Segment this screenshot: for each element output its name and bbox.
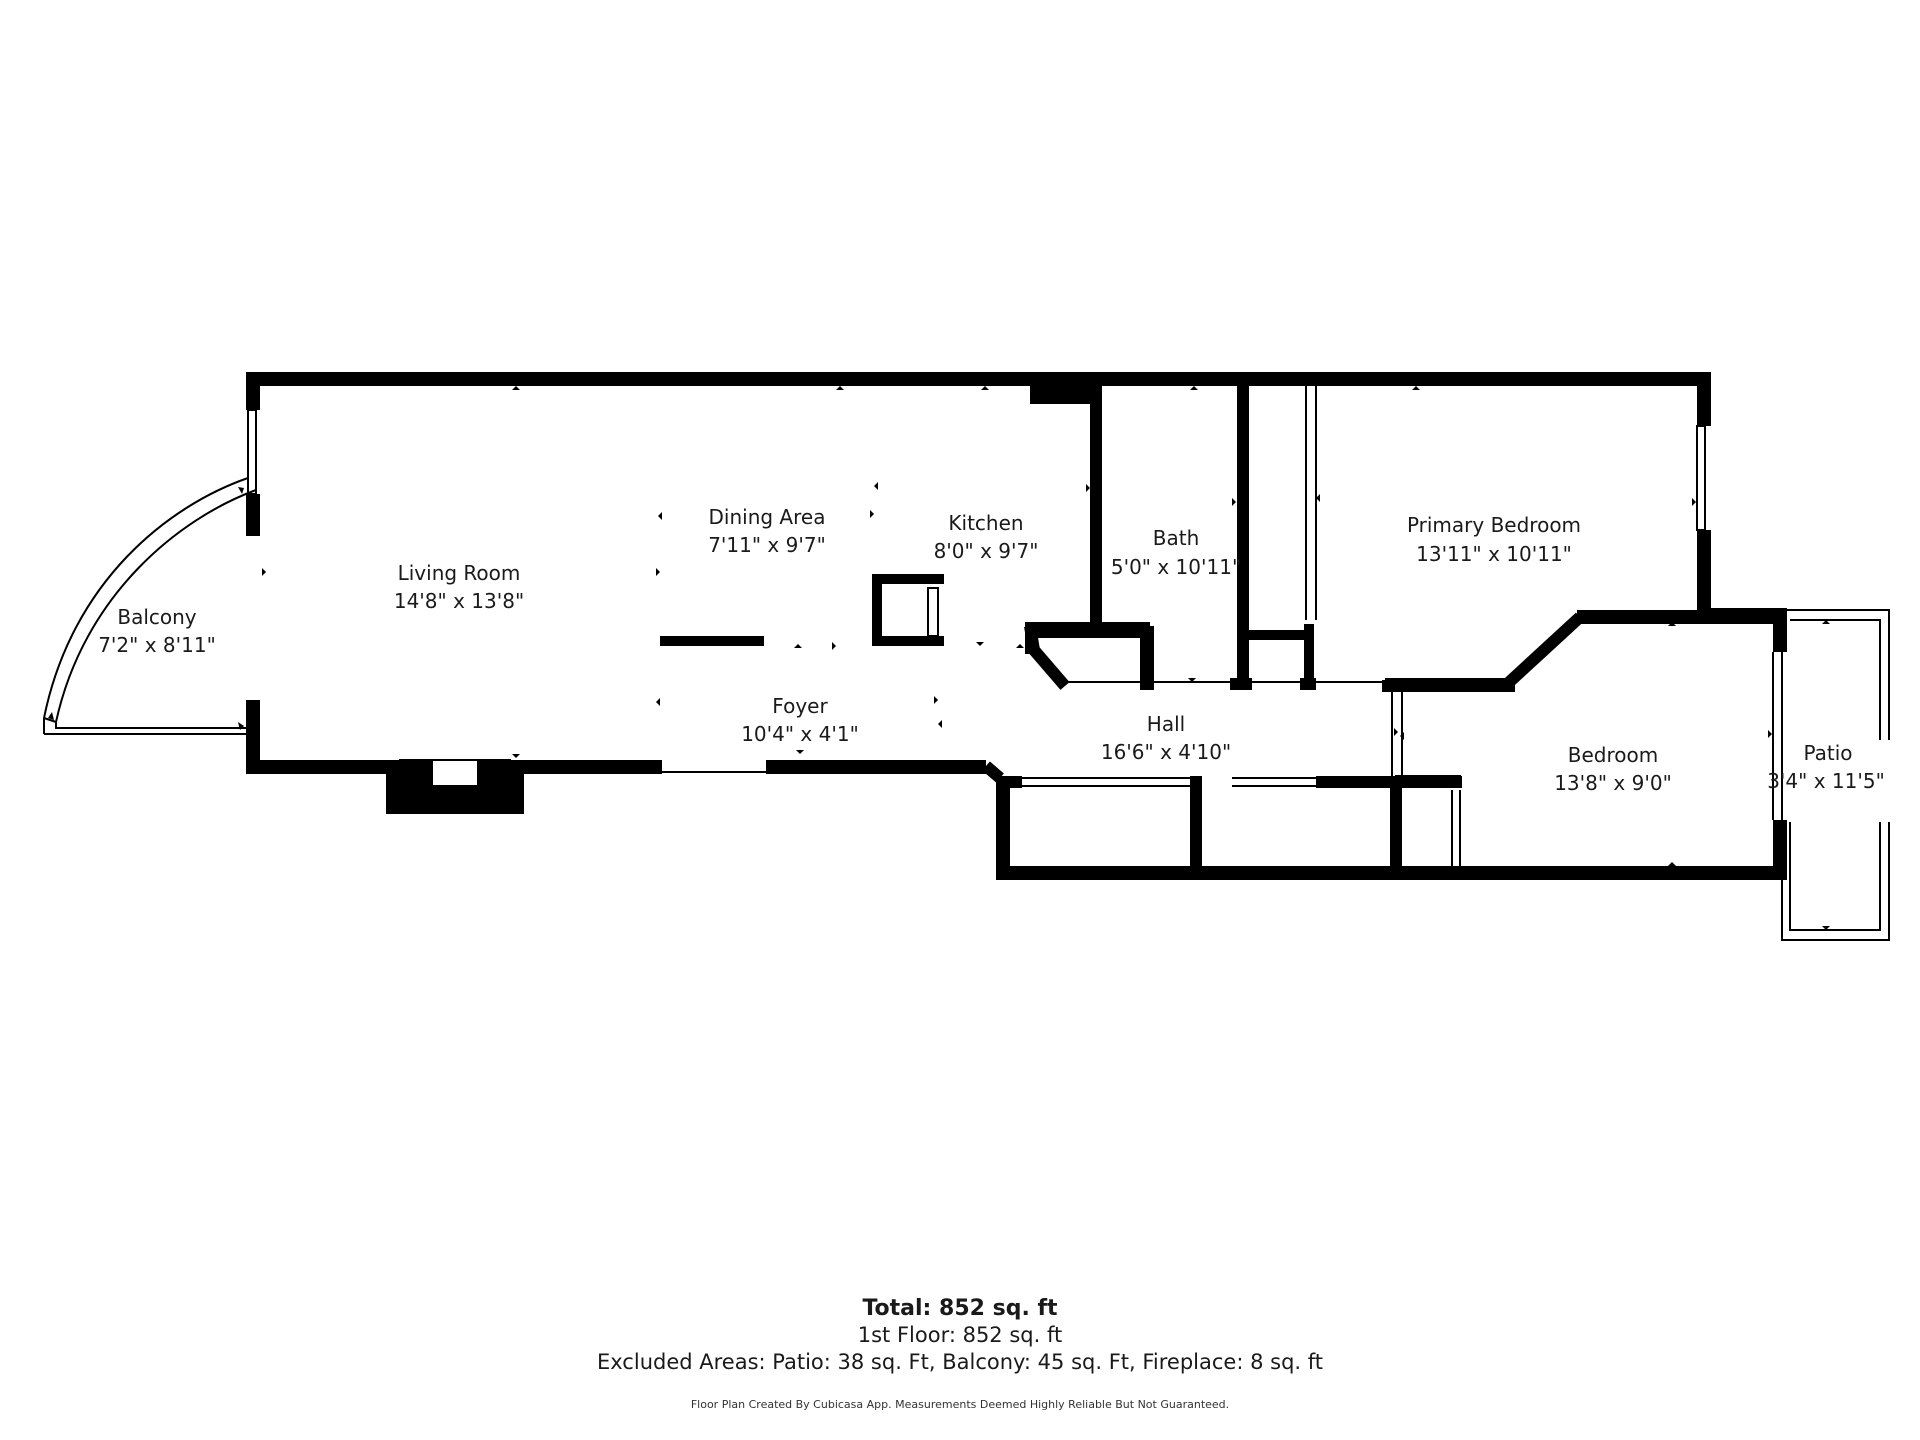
dining-area-name: Dining Area <box>709 505 826 529</box>
bath-name: Bath <box>1153 526 1200 550</box>
walls <box>246 372 1787 880</box>
bedroom-dims: 13'8" x 9'0" <box>1554 771 1672 795</box>
foyer-dims: 10'4" x 4'1" <box>741 722 859 746</box>
dimension-markers <box>48 386 1830 930</box>
patio-name: Patio <box>1803 741 1852 765</box>
bath-dims: 5'0" x 10'11" <box>1111 555 1241 579</box>
living-room-name: Living Room <box>398 561 521 585</box>
excluded-areas: Excluded Areas: Patio: 38 sq. Ft, Balcon… <box>596 1350 1324 1374</box>
balcony-name: Balcony <box>117 605 196 629</box>
kitchen-dims: 8'0" x 9'7" <box>934 539 1039 563</box>
primary-bedroom-dims: 13'11" x 10'11" <box>1416 542 1572 566</box>
fireplace <box>399 759 511 801</box>
angled-walls <box>982 612 1585 783</box>
hall-name: Hall <box>1147 712 1185 736</box>
living-room-dims: 14'8" x 13'8" <box>394 589 524 613</box>
hall-dims: 16'6" x 4'10" <box>1101 740 1231 764</box>
primary-bedroom-name: Primary Bedroom <box>1407 513 1581 537</box>
room-labels: Balcony 7'2" x 8'11" Living Room 14'8" x… <box>98 505 1885 795</box>
balcony-dims: 7'2" x 8'11" <box>98 633 216 657</box>
first-floor-area: 1st Floor: 852 sq. ft <box>857 1323 1063 1347</box>
total-area: Total: 852 sq. ft <box>862 1296 1058 1321</box>
patio-dims: 3'4" x 11'5" <box>1767 769 1885 793</box>
foyer-name: Foyer <box>772 694 828 718</box>
patio-outline <box>1781 609 1890 941</box>
kitchen-name: Kitchen <box>948 511 1023 535</box>
bedroom-name: Bedroom <box>1568 743 1658 767</box>
disclaimer: Floor Plan Created By Cubicasa App. Meas… <box>690 1398 1230 1411</box>
windows <box>247 386 1783 866</box>
balcony-outline <box>43 477 257 735</box>
dining-area-dims: 7'11" x 9'7" <box>708 533 826 557</box>
